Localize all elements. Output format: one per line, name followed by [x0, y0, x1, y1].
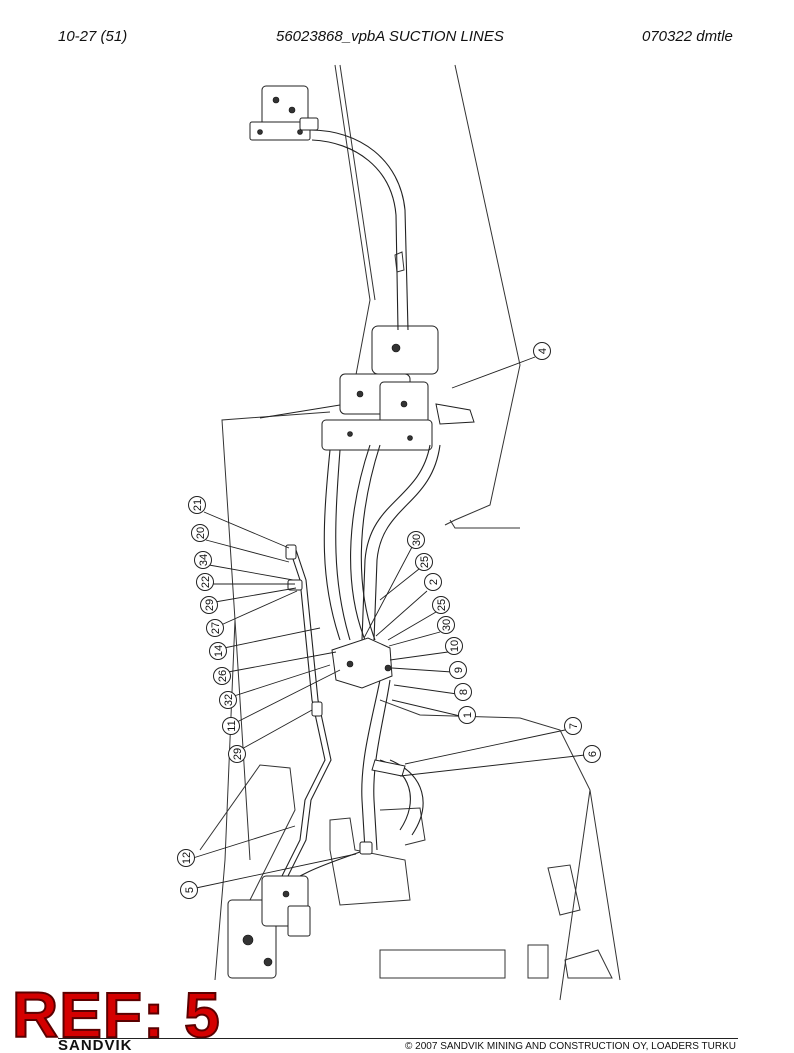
callout-12: 12	[177, 849, 195, 867]
svg-text:20: 20	[195, 527, 207, 539]
callout-7: 7	[564, 717, 582, 735]
svg-text:25: 25	[419, 556, 431, 568]
callout-25-lower: 25	[432, 596, 450, 614]
svg-text:27: 27	[210, 622, 222, 634]
callout-27: 27	[206, 619, 224, 637]
callout-22: 22	[196, 573, 214, 591]
svg-text:5: 5	[184, 887, 196, 893]
header-page-number: 10-27 (51)	[58, 28, 128, 45]
leader-lines	[192, 356, 586, 889]
ref-stamp: REF: 5	[11, 979, 221, 1051]
manifold-block	[285, 544, 406, 855]
callout-21: 21	[188, 496, 206, 514]
callout-1: 1	[458, 706, 476, 724]
svg-text:22: 22	[200, 576, 212, 588]
svg-text:29: 29	[204, 599, 216, 611]
callout-20: 20	[191, 524, 209, 542]
upper-pump	[249, 85, 319, 141]
callout-34: 34	[194, 551, 212, 569]
svg-text:12: 12	[181, 852, 193, 864]
svg-text:7: 7	[568, 723, 580, 729]
svg-text:1: 1	[462, 712, 474, 718]
callout-29: 29	[200, 596, 218, 614]
footer-copyright: © 2007 SANDVIK MINING AND CONSTRUCTION O…	[405, 1041, 736, 1052]
callout-11: 11	[222, 717, 240, 735]
svg-text:11: 11	[226, 720, 238, 731]
svg-text:6: 6	[587, 751, 599, 757]
svg-text:2: 2	[428, 579, 440, 585]
callout-30-lower: 30	[437, 616, 455, 634]
callout-2: 2	[424, 573, 442, 591]
svg-text:30: 30	[441, 619, 453, 631]
callout-25: 25	[415, 553, 433, 571]
callout-32: 32	[219, 691, 237, 709]
machine-frame	[199, 64, 621, 1001]
callout-5: 5	[180, 881, 198, 899]
callout-8: 8	[454, 683, 472, 701]
callout-29-lower: 29	[228, 745, 246, 763]
callout-30: 30	[407, 531, 425, 549]
callout-26: 26	[213, 667, 231, 685]
svg-text:25: 25	[436, 599, 448, 611]
svg-text:4: 4	[537, 348, 549, 354]
hoses	[264, 129, 441, 901]
header-revision: 070322 dmtle	[642, 28, 733, 45]
callout-14: 14	[209, 642, 227, 660]
callout-4: 4	[533, 342, 551, 360]
footer-divider	[58, 1038, 738, 1039]
callout-9: 9	[449, 661, 467, 679]
callout-6: 6	[583, 745, 601, 763]
svg-text:26: 26	[217, 670, 229, 682]
main-pump-group	[321, 325, 475, 451]
svg-text:9: 9	[453, 667, 465, 673]
callout-10: 10	[445, 637, 463, 655]
svg-text:8: 8	[458, 689, 470, 695]
svg-text:30: 30	[411, 534, 423, 546]
svg-text:10: 10	[449, 640, 461, 652]
callout-balloons: 21 20 34 22 29 27 14 26 32 11 29 30 25 2…	[177, 342, 601, 899]
svg-text:21: 21	[192, 499, 204, 511]
header-drawing-title: 56023868_vpbA SUCTION LINES	[276, 28, 504, 45]
lower-pump	[227, 875, 311, 979]
svg-text:32: 32	[223, 694, 235, 706]
sandvik-logo: SANDVIK	[58, 1039, 133, 1053]
svg-text:29: 29	[232, 748, 244, 760]
svg-text:34: 34	[198, 554, 210, 566]
svg-text:14: 14	[213, 645, 225, 657]
